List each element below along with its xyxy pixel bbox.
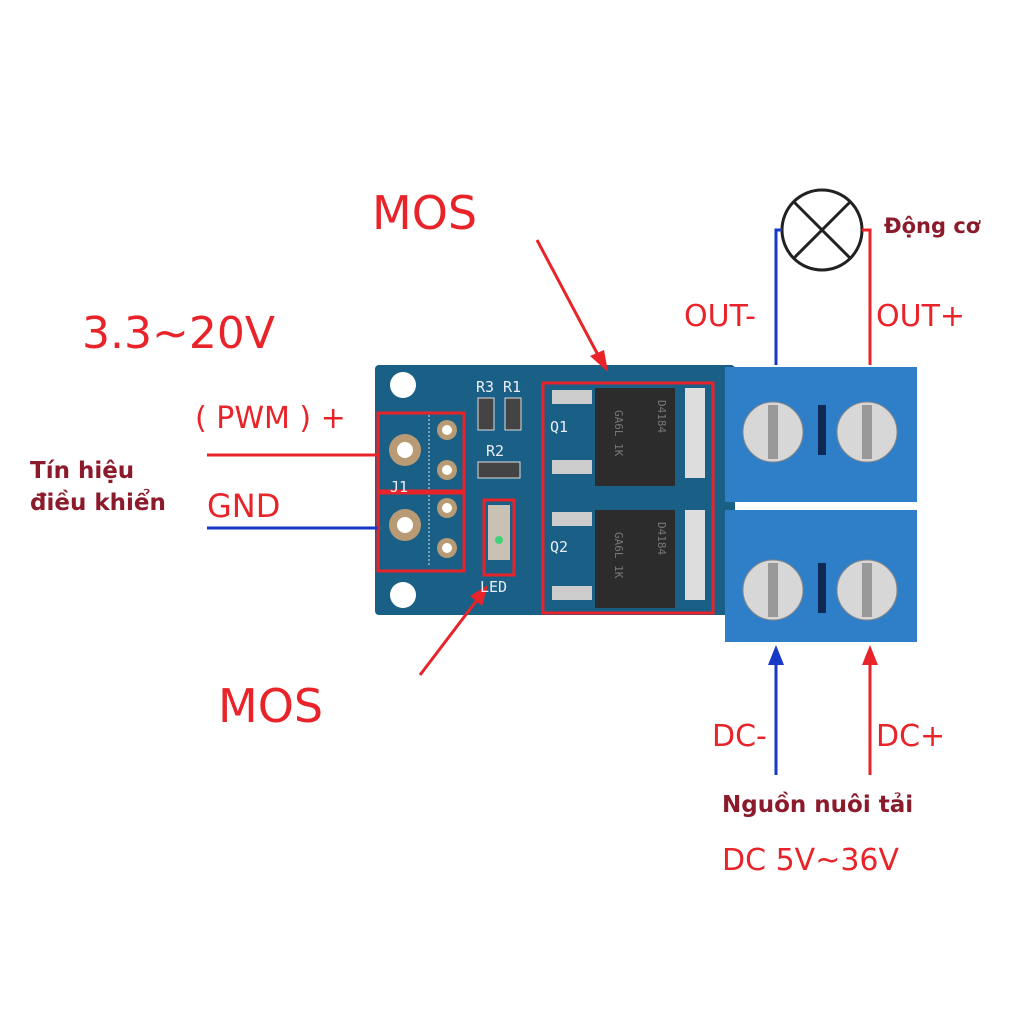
label-pwm: ( PWM ) + xyxy=(195,401,346,436)
silk-r2: R2 xyxy=(486,442,505,460)
highlight-boxes xyxy=(376,381,715,615)
silk-q2: Q2 xyxy=(550,538,569,556)
input-terminal-block xyxy=(725,510,917,642)
resistor-r1 xyxy=(504,397,522,431)
arrow-dc-plus xyxy=(862,645,878,665)
label-load-supply: Nguồn nuôi tải xyxy=(722,792,914,818)
label-dc-plus: DC+ xyxy=(876,719,946,754)
label-gnd: GND xyxy=(207,487,281,525)
silk-r3: R3 xyxy=(476,378,495,396)
label-out-minus: OUT- xyxy=(684,299,756,334)
silk-r1: R1 xyxy=(503,378,522,396)
mosfet-q2 xyxy=(552,510,705,608)
motor-symbol xyxy=(780,188,864,272)
silk-q1: Q1 xyxy=(550,418,569,436)
arrow-mos-bottom xyxy=(418,599,479,676)
mount-hole xyxy=(390,582,416,608)
mount-hole xyxy=(390,372,416,398)
arrow-mos-bottom-head xyxy=(470,585,488,606)
chip-lot-q2: GA6L 1K xyxy=(612,532,625,579)
resistor-r2 xyxy=(477,461,521,479)
label-load-voltage: DC 5V~36V xyxy=(722,843,900,878)
label-control-signal-1: Tín hiệu xyxy=(30,458,135,484)
label-voltage-signal: 3.3~20V xyxy=(82,308,275,359)
label-motor: Động cơ xyxy=(884,214,981,238)
j1-header xyxy=(389,415,457,565)
silk-led: LED xyxy=(480,578,508,596)
chip-code-q2: D4184 xyxy=(655,522,668,556)
arrow-dc-minus xyxy=(768,645,784,665)
wire-out-plus xyxy=(862,228,872,365)
arrow-mos-top xyxy=(535,239,600,356)
wire-out-minus xyxy=(774,228,782,365)
chip-code-q1: D4184 xyxy=(655,400,668,434)
mosfet-q1 xyxy=(552,388,705,486)
chip-lot-q1: GA6L 1K xyxy=(612,410,625,457)
resistor-r3 xyxy=(477,397,495,431)
label-out-plus: OUT+ xyxy=(876,299,966,334)
label-mos-top: MOS xyxy=(372,186,478,240)
led-component xyxy=(488,505,510,560)
arrow-mos-top-head xyxy=(590,350,608,372)
label-control-signal-2: điều khiển xyxy=(30,490,166,516)
output-terminal-block xyxy=(725,367,917,502)
label-mos-bottom: MOS xyxy=(218,679,324,733)
silk-j1: J1 xyxy=(390,478,409,496)
label-dc-minus: DC- xyxy=(712,719,767,754)
